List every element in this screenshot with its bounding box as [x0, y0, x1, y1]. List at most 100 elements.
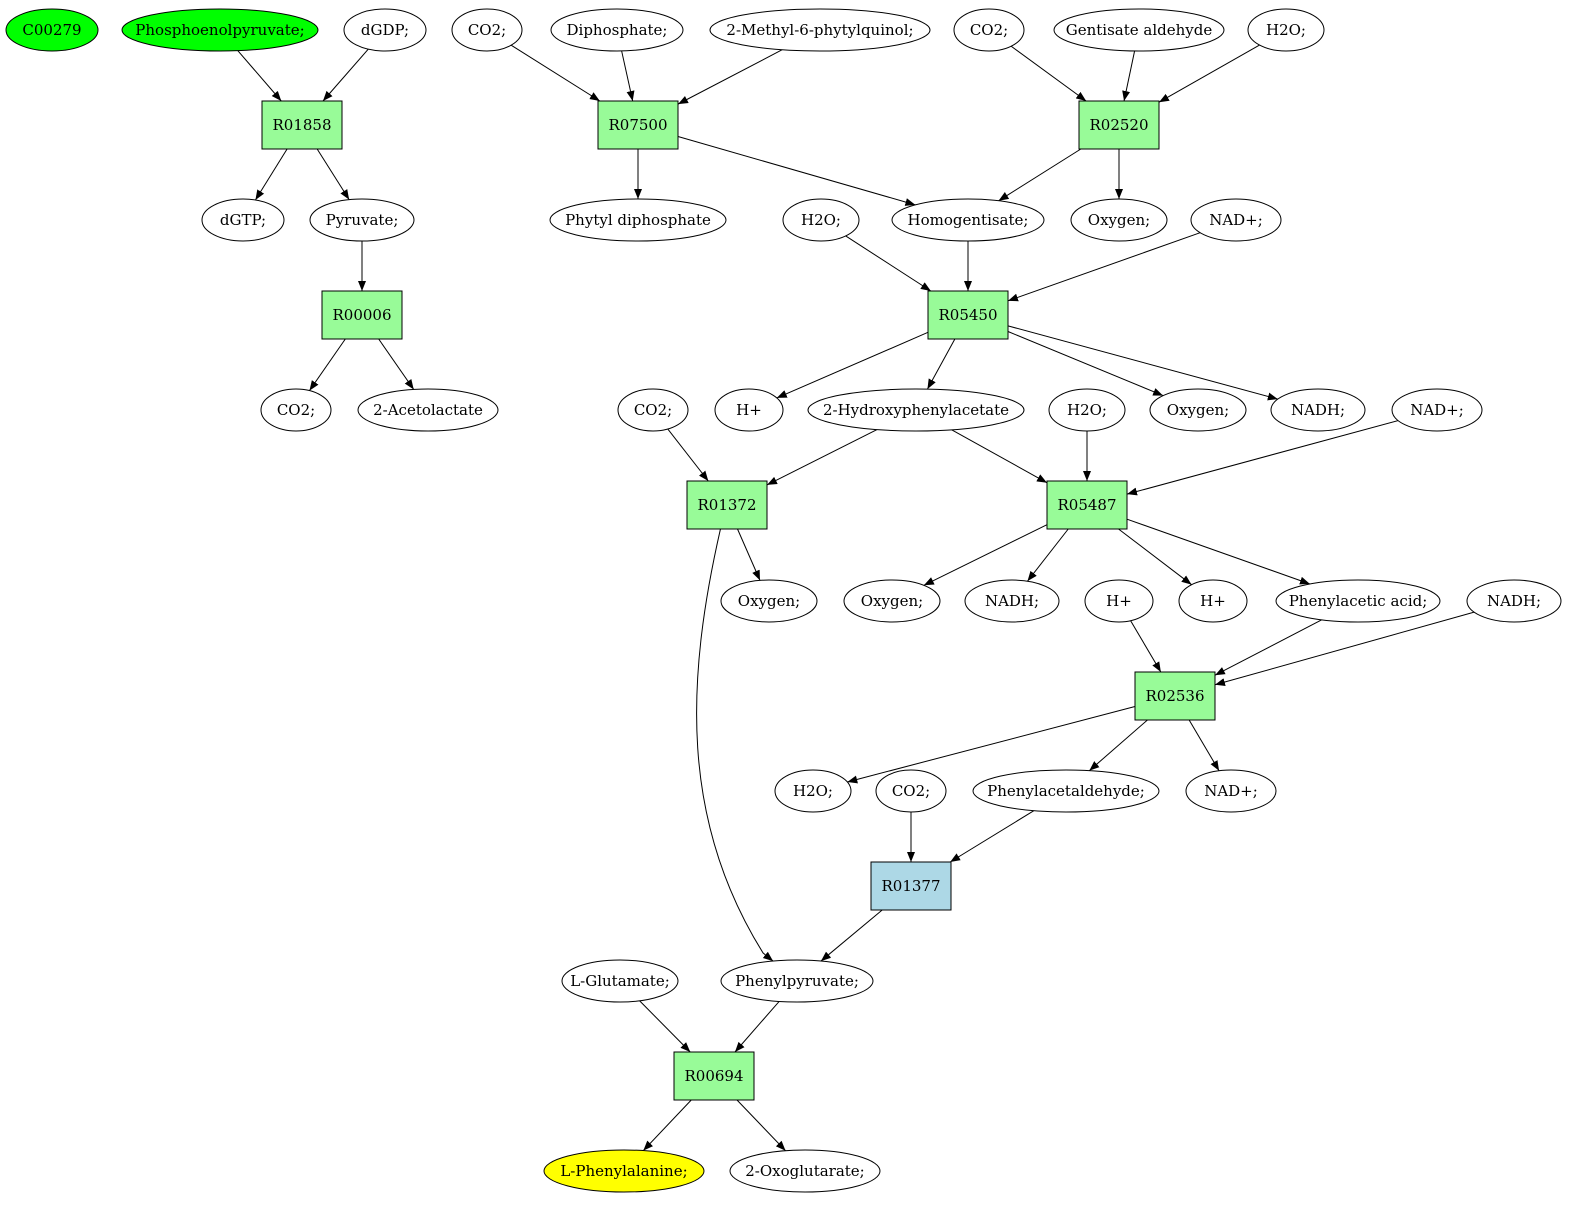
compound-node-c_nad_a[interactable]: NAD+;	[1190, 198, 1282, 242]
compound-node-c_h2o_c[interactable]: H2O;	[1048, 388, 1126, 432]
compound-node-c_nadh_a[interactable]: NADH;	[1270, 388, 1366, 432]
compound-node-c_phe[interactable]: L-Phenylalanine;	[543, 1149, 705, 1193]
compound-node-c_2og[interactable]: 2-Oxoglutarate;	[729, 1149, 881, 1193]
compound-node-c_oxy_d[interactable]: Oxygen;	[843, 579, 941, 623]
compound-node-c_phytyl[interactable]: Phytyl diphosphate	[549, 198, 727, 242]
compound-node-c_oxy_a[interactable]: Oxygen;	[1070, 198, 1168, 242]
compound-node-c_nad_c[interactable]: NAD+;	[1185, 769, 1277, 813]
compound-node-c_dgdp[interactable]: dGDP;	[343, 8, 427, 52]
edge-c_2hpa-to-r_R05487	[951, 429, 1048, 484]
compound-ellipse	[343, 8, 427, 52]
reaction-node-r_R01372[interactable]: R01372	[686, 480, 768, 530]
edge-c_phald-to-r_R01377	[949, 810, 1035, 863]
compound-node-c_nadh_b[interactable]: NADH;	[964, 579, 1060, 623]
compound-node-c_nadh_c[interactable]: NADH;	[1466, 579, 1562, 623]
compound-node-c_co2_c[interactable]: CO2;	[260, 388, 332, 432]
compound-ellipse	[972, 769, 1160, 813]
reaction-node-r_R07500[interactable]: R07500	[597, 100, 679, 150]
node-label: Oxygen;	[861, 592, 923, 610]
compound-node-c_homogent[interactable]: Homogentisate;	[891, 198, 1045, 242]
reaction-node-r_R02520[interactable]: R02520	[1078, 100, 1160, 150]
compound-node-c_co2_d[interactable]: CO2;	[617, 388, 689, 432]
compound-node-c_h2o_d[interactable]: H2O;	[774, 769, 852, 813]
edge-r_R07500-to-c_homogent	[677, 136, 916, 206]
compound-ellipse	[260, 388, 332, 432]
reaction-node-r_R00006[interactable]: R00006	[321, 290, 403, 340]
edge-c_glu-to-r_R00694	[639, 1000, 691, 1053]
compound-node-c_co2_b[interactable]: CO2;	[953, 8, 1025, 52]
edge-r_R02536-to-c_nad_c	[1188, 719, 1220, 772]
reaction-node-r_R01858[interactable]: R01858	[261, 100, 343, 150]
compound-node-c_diphosphate[interactable]: Diphosphate;	[550, 8, 684, 52]
node-label: NADH;	[1487, 592, 1541, 610]
node-label: NAD+;	[1410, 401, 1464, 419]
compound-node-c_dgtp[interactable]: dGTP;	[201, 198, 285, 242]
edge-r_R02536-to-c_h2o_d	[847, 706, 1136, 784]
reaction-node-r_R05487[interactable]: R05487	[1046, 480, 1128, 530]
compound-node-c_co2_a[interactable]: CO2;	[451, 8, 523, 52]
edge-r_R05450-to-c_nadh_a	[1007, 325, 1278, 401]
compound-node-c_h2o_a[interactable]: H2O;	[1247, 8, 1325, 52]
compound-ellipse	[953, 8, 1025, 52]
node-label: Phytyl diphosphate	[565, 211, 711, 229]
compound-ellipse	[1391, 388, 1483, 432]
compound-ellipse	[875, 769, 947, 813]
compound-ellipse	[964, 579, 1060, 623]
compound-ellipse	[1190, 198, 1282, 242]
edge-r_R02536-to-c_phald	[1088, 719, 1148, 772]
compound-node-c_hplus_a[interactable]: H+	[714, 388, 784, 432]
compound-ellipse	[1149, 388, 1247, 432]
compound-node-c_h2o_b[interactable]: H2O;	[782, 198, 860, 242]
compound-ellipse	[357, 388, 499, 432]
compound-node-c_C00279[interactable]: C00279	[5, 8, 99, 52]
compound-node-c_2hpa[interactable]: 2-Hydroxyphenylacetate	[807, 388, 1025, 432]
node-label: R05487	[1057, 496, 1116, 514]
node-label: R02536	[1145, 687, 1204, 705]
reaction-box	[870, 861, 952, 911]
compound-node-c_pep[interactable]: Phosphoenolpyruvate;	[121, 8, 319, 52]
edge-c_h2o_a-to-r_R02520	[1158, 44, 1260, 103]
edge-r_R01377-to-c_phpyr	[820, 909, 883, 962]
edge-r_R01372-to-c_phpyr	[696, 528, 774, 962]
node-label: NADH;	[985, 592, 1039, 610]
edge-r_R05487-to-c_oxy_d	[923, 524, 1048, 586]
edge-r_R00694-to-c_2og	[736, 1099, 786, 1152]
compound-node-c_co2_e[interactable]: CO2;	[875, 769, 947, 813]
reaction-node-r_R01377[interactable]: R01377	[870, 861, 952, 911]
node-label: dGTP;	[220, 211, 266, 229]
node-label: Pyruvate;	[326, 211, 399, 229]
compound-ellipse	[561, 959, 679, 1003]
compound-ellipse	[807, 388, 1025, 432]
compound-ellipse	[1466, 579, 1562, 623]
compound-node-c_hplus_c[interactable]: H+	[1178, 579, 1248, 623]
edge-r_R00694-to-c_phe	[642, 1099, 692, 1151]
compound-node-c_nad_b[interactable]: NAD+;	[1391, 388, 1483, 432]
reaction-node-r_R02536[interactable]: R02536	[1134, 671, 1216, 721]
compound-node-c_oxy_c[interactable]: Oxygen;	[720, 579, 818, 623]
compound-node-c_mpq[interactable]: 2-Methyl-6-phytylquinol;	[709, 8, 931, 52]
compound-node-c_pyruvate[interactable]: Pyruvate;	[309, 198, 415, 242]
reaction-node-r_R00694[interactable]: R00694	[673, 1051, 755, 1101]
compound-node-c_glu[interactable]: L-Glutamate;	[561, 959, 679, 1003]
compound-ellipse	[5, 8, 99, 52]
reaction-box	[1078, 100, 1160, 150]
compound-ellipse	[309, 198, 415, 242]
compound-ellipse	[709, 8, 931, 52]
node-label: Oxygen;	[1167, 401, 1229, 419]
compound-node-c_phpyr[interactable]: Phenylpyruvate;	[720, 959, 874, 1003]
reaction-node-r_R05450[interactable]: R05450	[927, 290, 1009, 340]
edge-c_gentald-to-r_R02520	[1122, 50, 1136, 102]
compound-ellipse	[891, 198, 1045, 242]
node-label: L-Glutamate;	[570, 972, 670, 990]
compound-node-c_phald[interactable]: Phenylacetaldehyde;	[972, 769, 1160, 813]
edge-c_hplus_b-to-r_R02536	[1130, 620, 1162, 673]
node-label: H+	[1106, 592, 1132, 610]
compound-node-c_acetolac[interactable]: 2-Acetolactate	[357, 388, 499, 432]
edge-r_R00006-to-c_acetolac	[378, 338, 415, 390]
edge-r_R05450-to-c_2hpa	[926, 338, 956, 390]
compound-node-c_phacid[interactable]: Phenylacetic acid;	[1275, 579, 1441, 623]
edge-r_R05450-to-c_hplus_a	[776, 331, 929, 399]
compound-node-c_hplus_b[interactable]: H+	[1084, 579, 1154, 623]
compound-node-c_gentald[interactable]: Gentisate aldehyde	[1053, 8, 1225, 52]
compound-node-c_oxy_b[interactable]: Oxygen;	[1149, 388, 1247, 432]
